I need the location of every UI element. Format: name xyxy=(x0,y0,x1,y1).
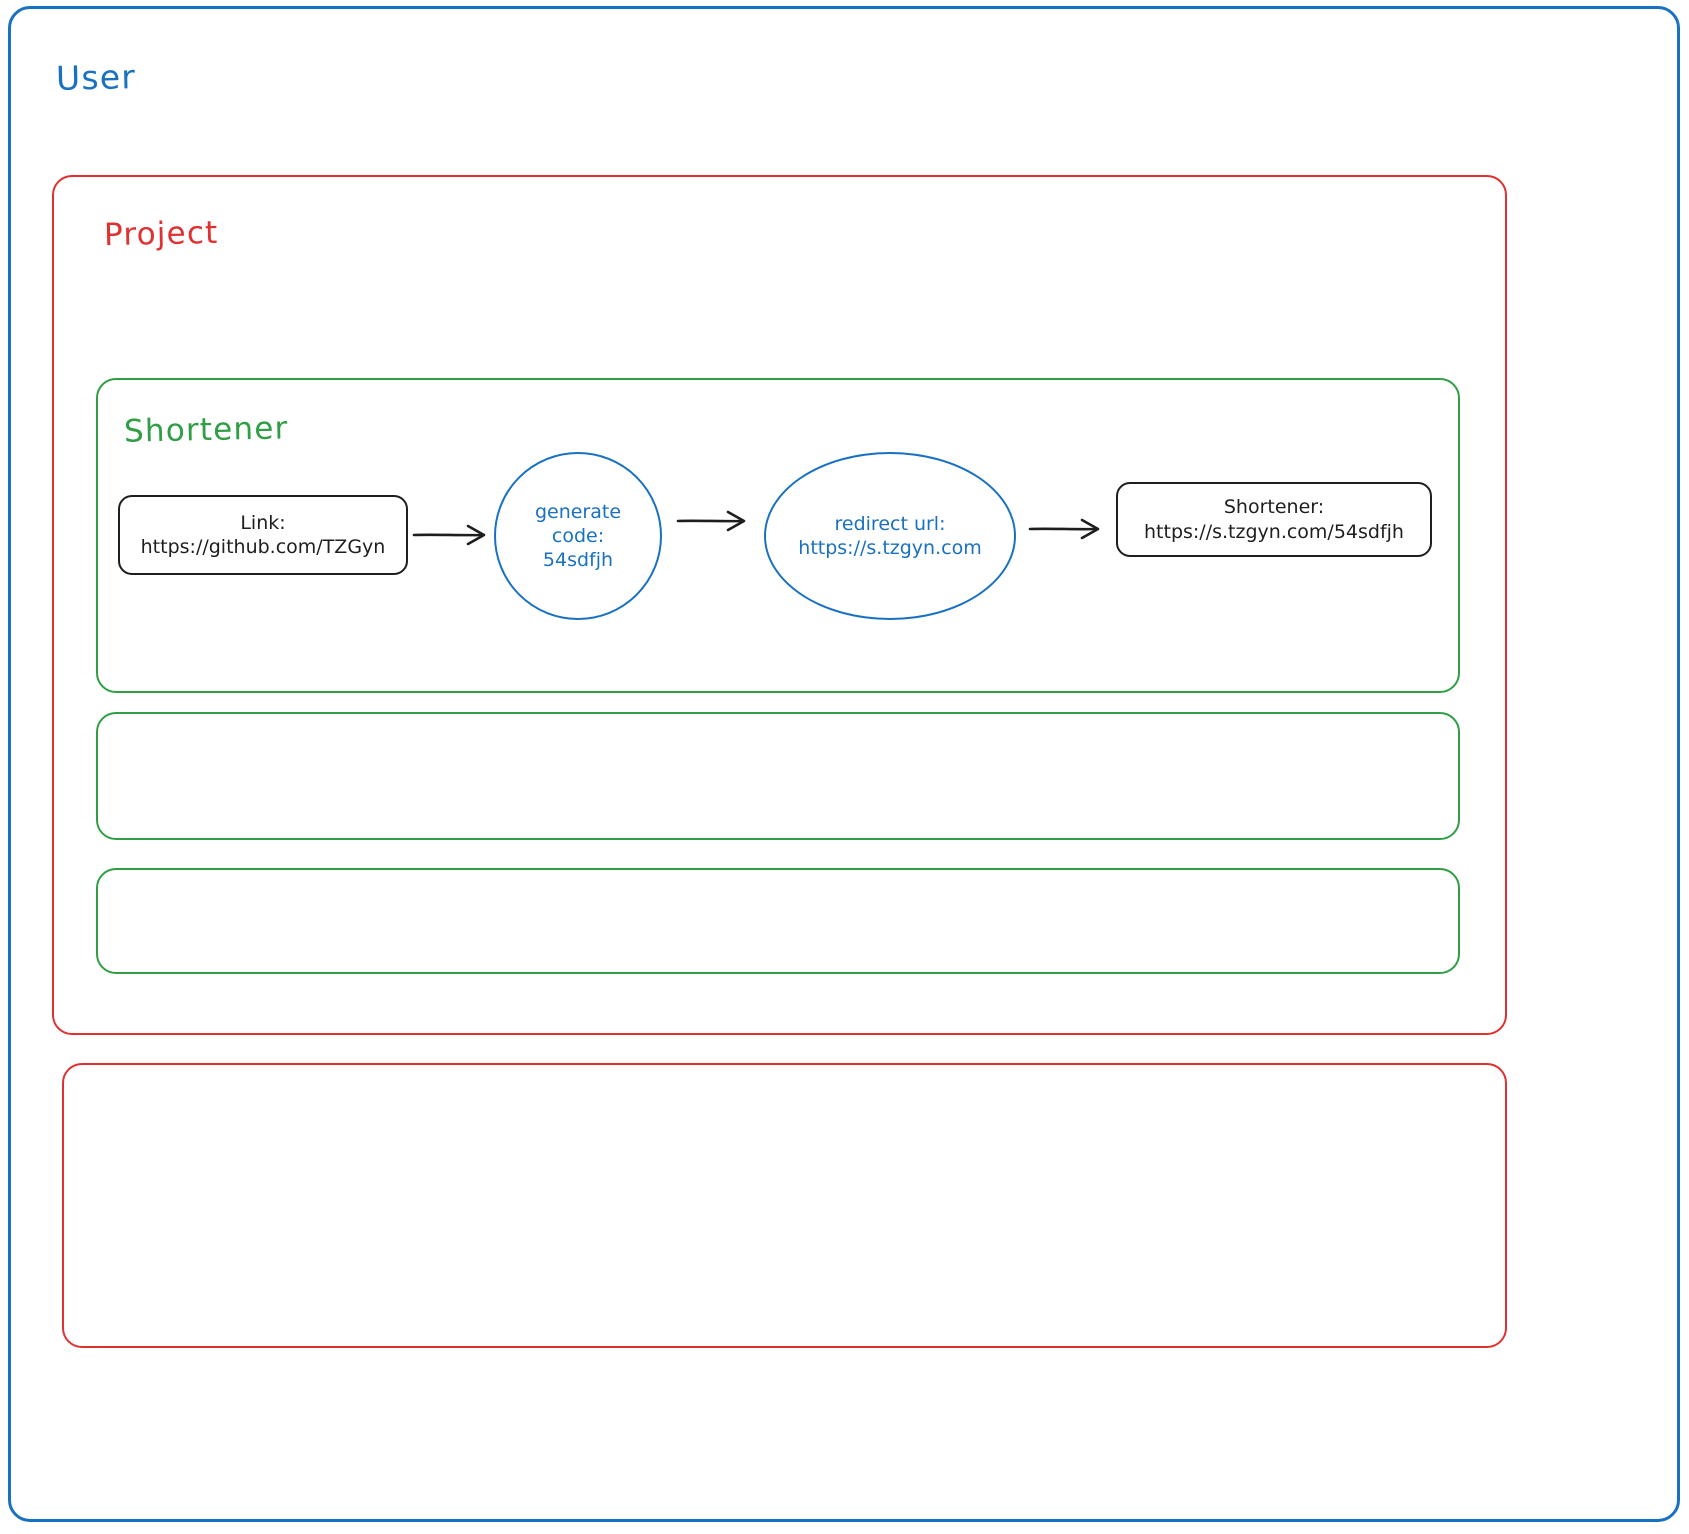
frame-user-label: User xyxy=(55,57,137,98)
node-generate-code-line-2: code: xyxy=(551,524,605,547)
frame-project[interactable] xyxy=(52,175,1507,1035)
frame-project-label: Project xyxy=(103,214,219,254)
frame-user[interactable] xyxy=(8,6,1680,1522)
frame-empty-green-2[interactable] xyxy=(96,868,1460,974)
node-generate-code[interactable]: generate code: 54sdfjh xyxy=(494,452,662,620)
node-shortener-output-line-1: Shortener: xyxy=(1223,496,1325,519)
node-link[interactable]: Link: https://github.com/TZGyn xyxy=(118,495,408,575)
node-shortener-output[interactable]: Shortener: https://s.tzgyn.com/54sdfjh xyxy=(1116,482,1432,557)
node-link-line-1: Link: xyxy=(240,511,286,534)
node-redirect-url[interactable]: redirect url: https://s.tzgyn.com xyxy=(764,452,1016,620)
node-generate-code-line-3: 54sdfjh xyxy=(542,549,614,572)
node-generate-code-line-1: generate xyxy=(534,500,622,523)
frame-empty-red-1[interactable] xyxy=(62,1063,1507,1348)
node-link-line-2: https://github.com/TZGyn xyxy=(140,536,386,558)
frame-shortener[interactable] xyxy=(96,378,1460,693)
frame-empty-green-1[interactable] xyxy=(96,712,1460,840)
node-redirect-url-line-1: redirect url: xyxy=(834,512,946,535)
frame-shortener-label: Shortener xyxy=(123,410,289,450)
node-redirect-url-line-2: https://s.tzgyn.com xyxy=(798,537,982,559)
node-shortener-output-line-2: https://s.tzgyn.com/54sdfjh xyxy=(1144,520,1404,543)
